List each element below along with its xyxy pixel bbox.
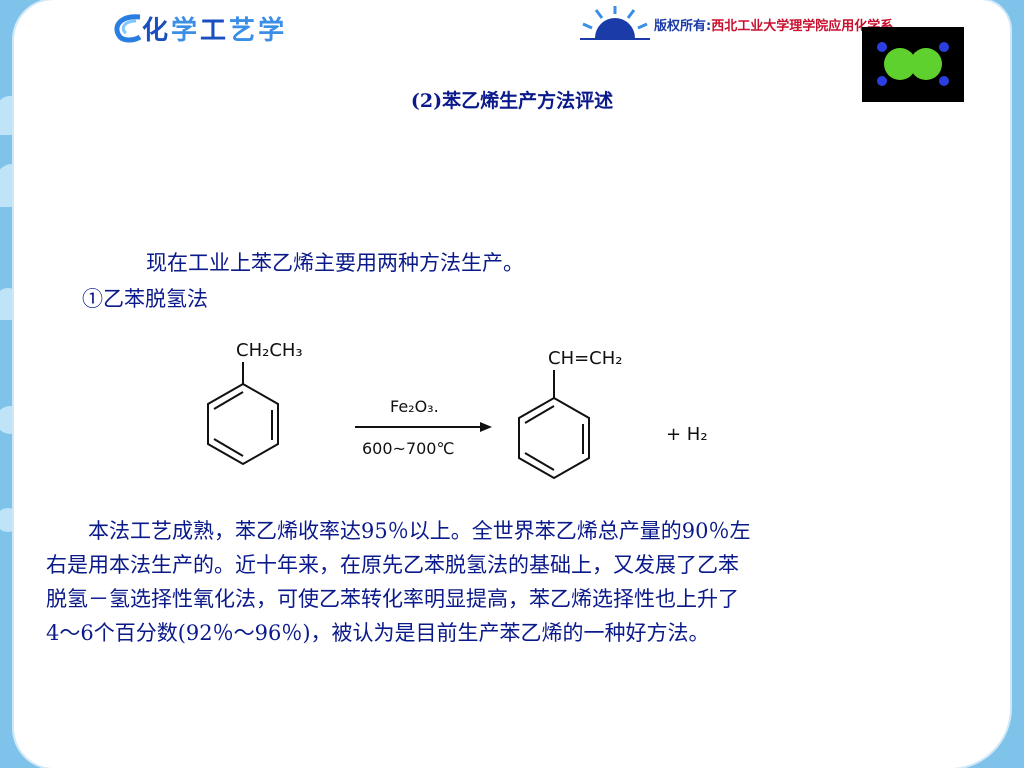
- benzene-ring-icon: [207, 382, 279, 466]
- method-heading: ①乙苯脱氢法: [82, 287, 208, 311]
- logo-char-4: 艺: [229, 15, 259, 46]
- reaction-diagram: CH₂CH₃ Fe₂O₃. 600~700℃ CH=CH₂ + H₂: [207, 340, 708, 480]
- description-paragraph: 本法工艺成熟，苯乙烯收率达95％以上。全世界苯乙烯总产量的90％左 右是用本法生…: [46, 514, 986, 650]
- swirl-logo-icon: [114, 14, 142, 43]
- catalyst-label: Fe₂O₃.: [390, 397, 439, 416]
- byproduct-label: + H₂: [666, 424, 708, 445]
- logo-char-5: 学: [258, 15, 288, 46]
- copyright-owner: 西北工业大学理学院应用化学系: [711, 18, 894, 34]
- sun-logo-icon: [580, 6, 650, 40]
- slide-card: [14, 0, 1010, 768]
- intro-text: 现在工业上苯乙烯主要用两种方法生产。: [146, 251, 524, 275]
- product-substituent: CH=CH₂: [548, 348, 623, 369]
- course-logo: 化 学 工 艺 学: [110, 10, 287, 46]
- slide-title: (2)苯乙烯生产方法评述: [410, 90, 614, 112]
- paragraph-line-3: 脱氢－氢选择性氧化法，可使乙苯转化率明显提高，苯乙烯选择性也上升了: [46, 587, 739, 611]
- copyright-label: 版权所有:: [654, 18, 712, 34]
- logo-char-3: 工: [200, 15, 230, 46]
- logo-char-2: 学: [171, 15, 201, 46]
- copyright-banner: 版权所有: 西北工业大学理学院应用化学系: [580, 6, 893, 42]
- benzene-ring-icon: [518, 396, 590, 480]
- paragraph-line-2: 右是用本法生产的。近十年来，在原先乙苯脱氢法的基础上，又发展了乙苯: [46, 553, 739, 577]
- conditions-label: 600~700℃: [362, 439, 454, 458]
- reactant-substituent: CH₂CH₃: [236, 340, 303, 361]
- molecule-icon: [862, 27, 964, 102]
- logo-char-1: 化: [142, 15, 172, 46]
- paragraph-line-4: 4～6个百分数(92％～96％)，被认为是目前生产苯乙烯的一种好方法。: [46, 621, 710, 645]
- paragraph-line-1: 本法工艺成熟，苯乙烯收率达95％以上。全世界苯乙烯总产量的90％左: [88, 519, 751, 543]
